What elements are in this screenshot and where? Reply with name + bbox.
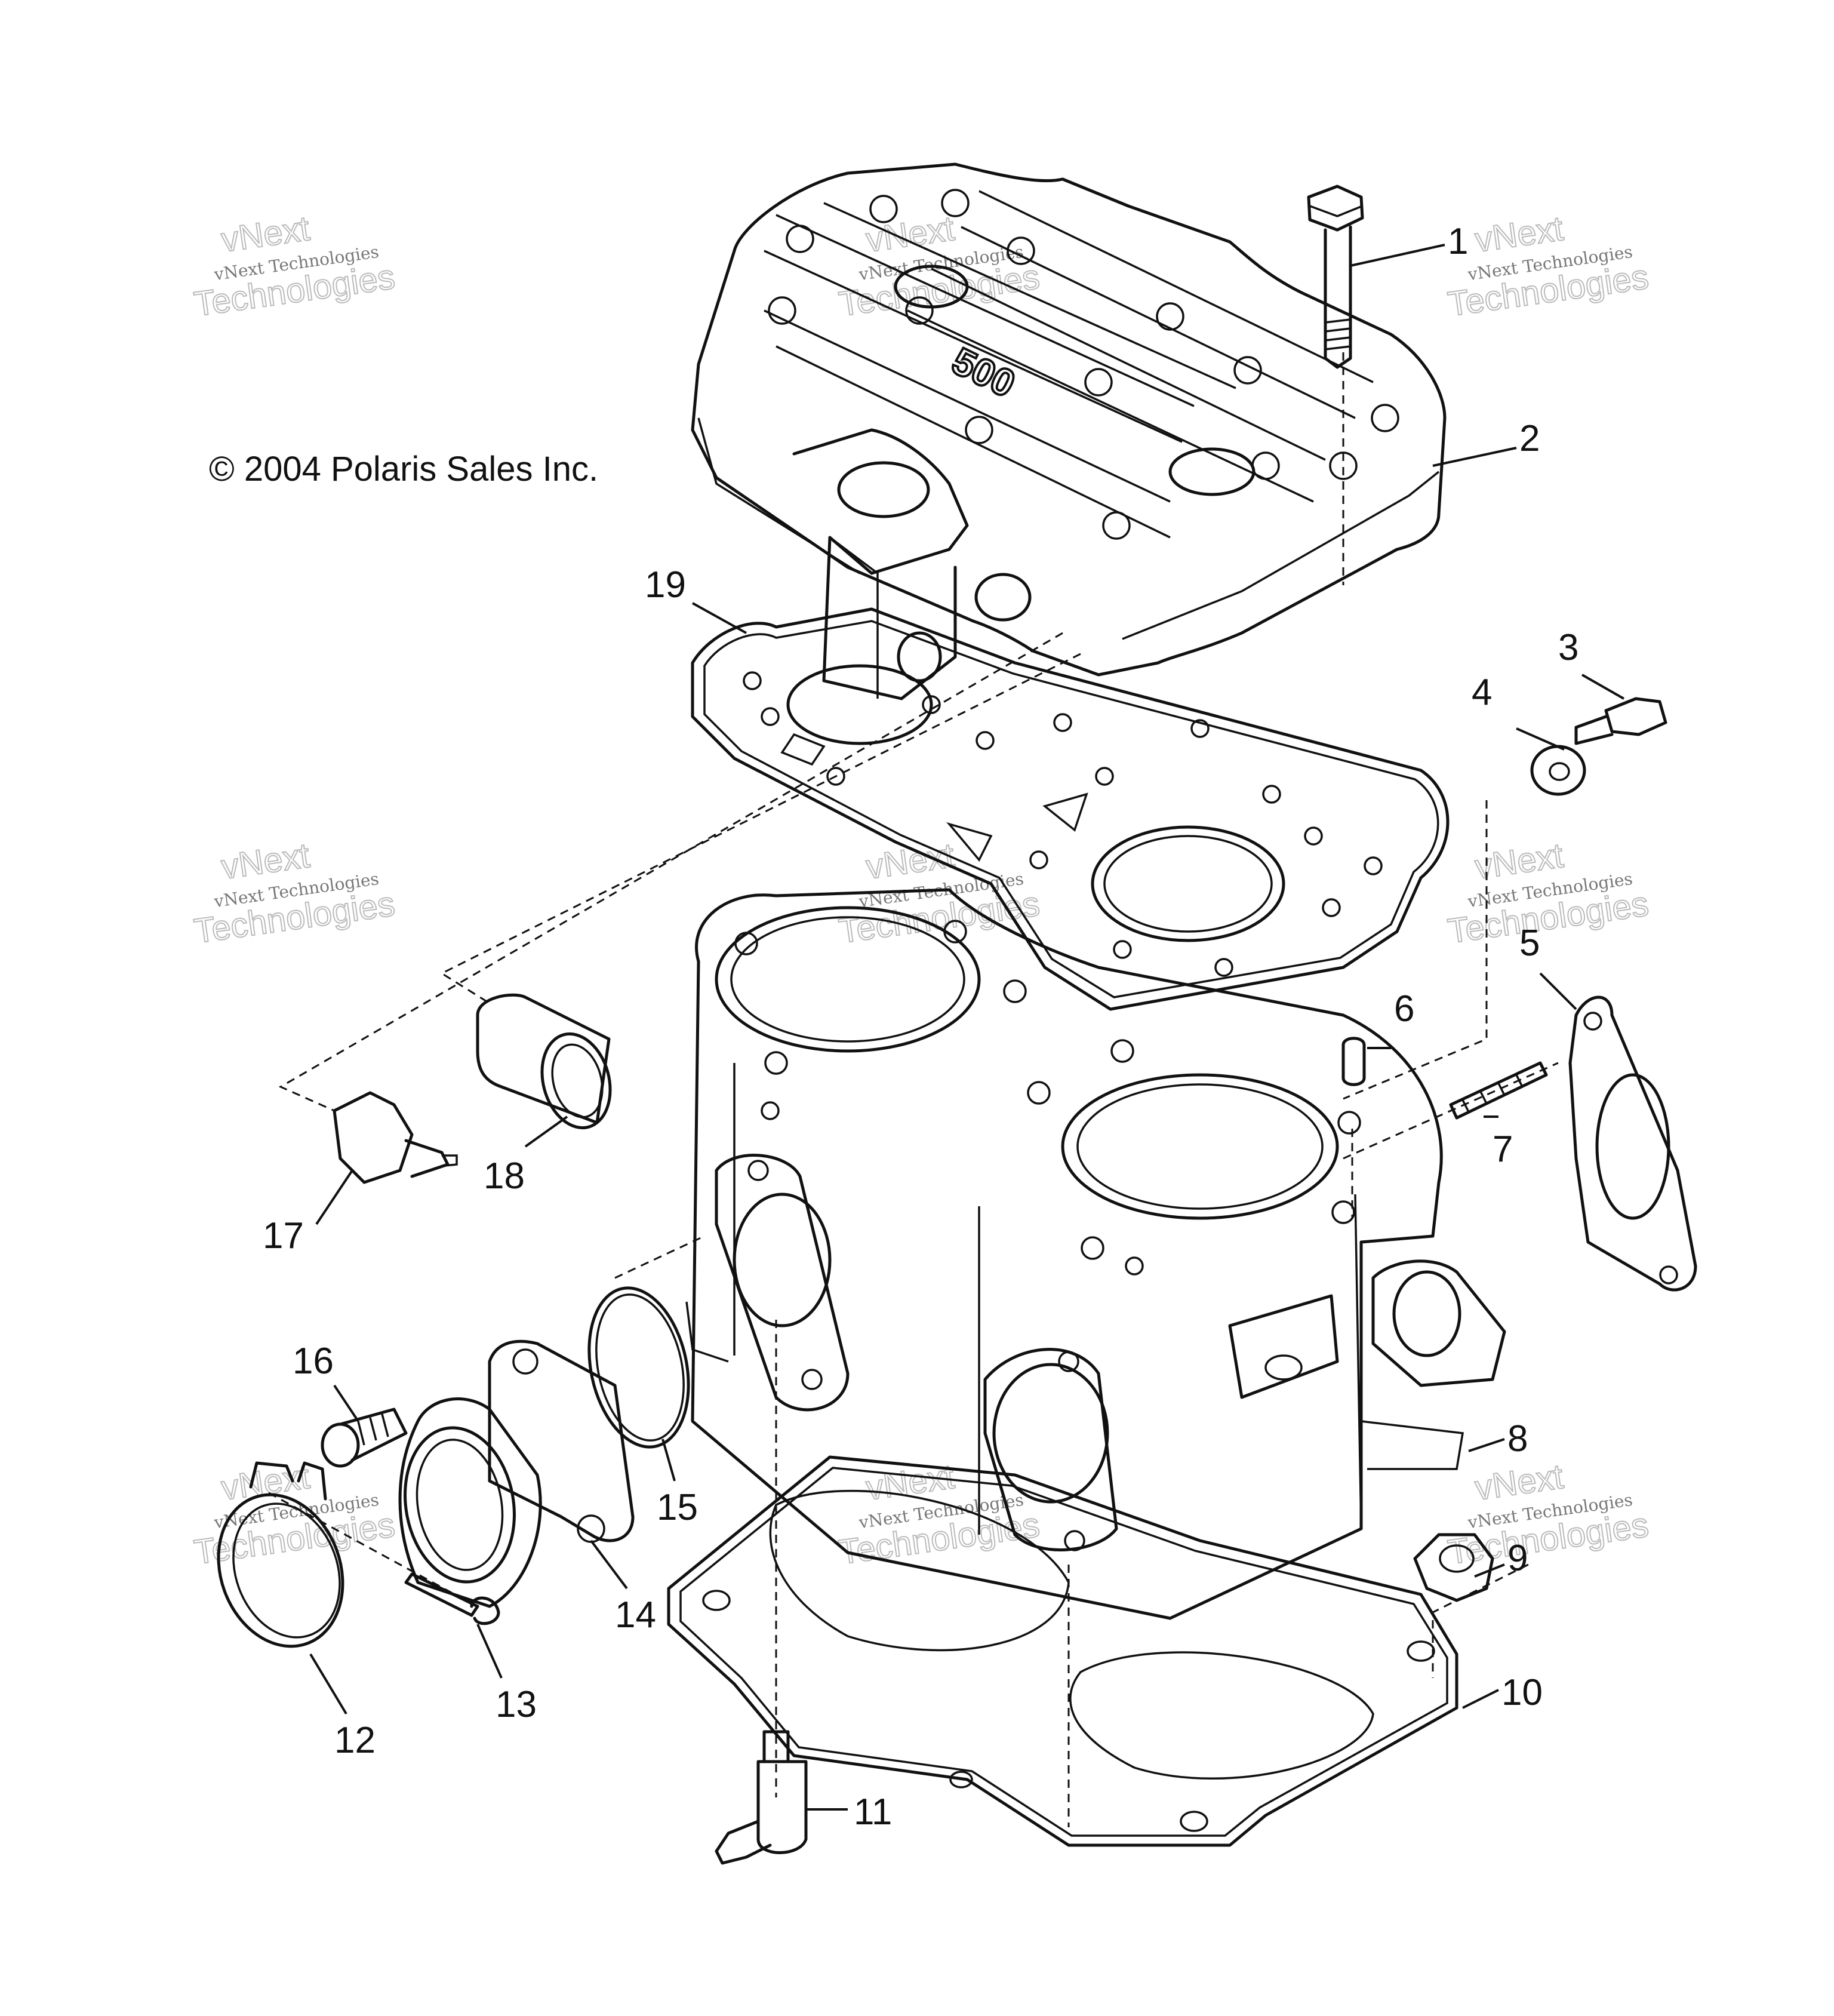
dowel-pin — [1341, 1037, 1366, 1086]
callout-8: 8 — [1507, 1418, 1528, 1459]
svg-text:vNext: vNext — [1473, 209, 1566, 260]
callout-10: 10 — [1501, 1672, 1543, 1713]
callout-5: 5 — [1519, 923, 1540, 964]
callout-12: 12 — [334, 1720, 376, 1761]
callout-7: 7 — [1493, 1129, 1513, 1170]
intake-adapter — [398, 1339, 635, 1608]
callout-17: 17 — [263, 1215, 304, 1256]
assembly-lines — [268, 352, 1559, 1827]
copyright-text: © 2004 Polaris Sales Inc. — [209, 450, 598, 488]
callout-19: 19 — [645, 564, 686, 606]
callout-18: 18 — [484, 1155, 525, 1197]
cylinder-block — [685, 888, 1506, 1620]
head-logo-text: 500 — [946, 339, 1022, 406]
svg-text:vNext: vNext — [219, 836, 312, 887]
temperature-sensor — [333, 1091, 458, 1184]
svg-text:vNext: vNext — [864, 209, 957, 260]
sealing-washer — [1530, 745, 1586, 796]
base-gasket — [667, 1455, 1458, 1847]
exhaust-stud — [1449, 1061, 1548, 1120]
callout-6: 6 — [1394, 988, 1414, 1029]
callout-14: 14 — [615, 1594, 656, 1636]
hose-clamp — [217, 1461, 344, 1648]
clamp-screw — [404, 1572, 500, 1625]
callout-2: 2 — [1519, 418, 1540, 459]
callout-15: 15 — [657, 1487, 698, 1528]
callout-16: 16 — [293, 1341, 334, 1382]
callout-labels: 1 2 3 4 5 6 7 8 9 10 11 12 13 14 15 16 1… — [263, 221, 1578, 1833]
elbow-fitting — [715, 1730, 808, 1865]
callout-4: 4 — [1472, 672, 1492, 713]
callout-leaders — [309, 244, 1624, 1811]
adapter-screw — [321, 1407, 408, 1468]
exhaust-gasket — [1568, 995, 1697, 1292]
sleeve — [476, 993, 612, 1130]
flange-nut — [1413, 1533, 1494, 1602]
callout-13: 13 — [496, 1684, 537, 1725]
callout-11: 11 — [854, 1791, 892, 1833]
svg-text:vNext: vNext — [219, 209, 312, 260]
callout-9: 9 — [1507, 1538, 1528, 1579]
callout-1: 1 — [1448, 221, 1468, 262]
callout-3: 3 — [1558, 627, 1578, 668]
head-gasket — [691, 607, 1450, 1011]
o-ring — [587, 1286, 690, 1449]
watermark: vNext vNext Technologies Technologies vN… — [191, 208, 1651, 1572]
drain-plug — [1574, 697, 1667, 745]
cylinder-head: 500 — [691, 162, 1447, 700]
head-bolt — [1307, 185, 1364, 369]
svg-text:vNext: vNext — [1473, 1457, 1566, 1508]
